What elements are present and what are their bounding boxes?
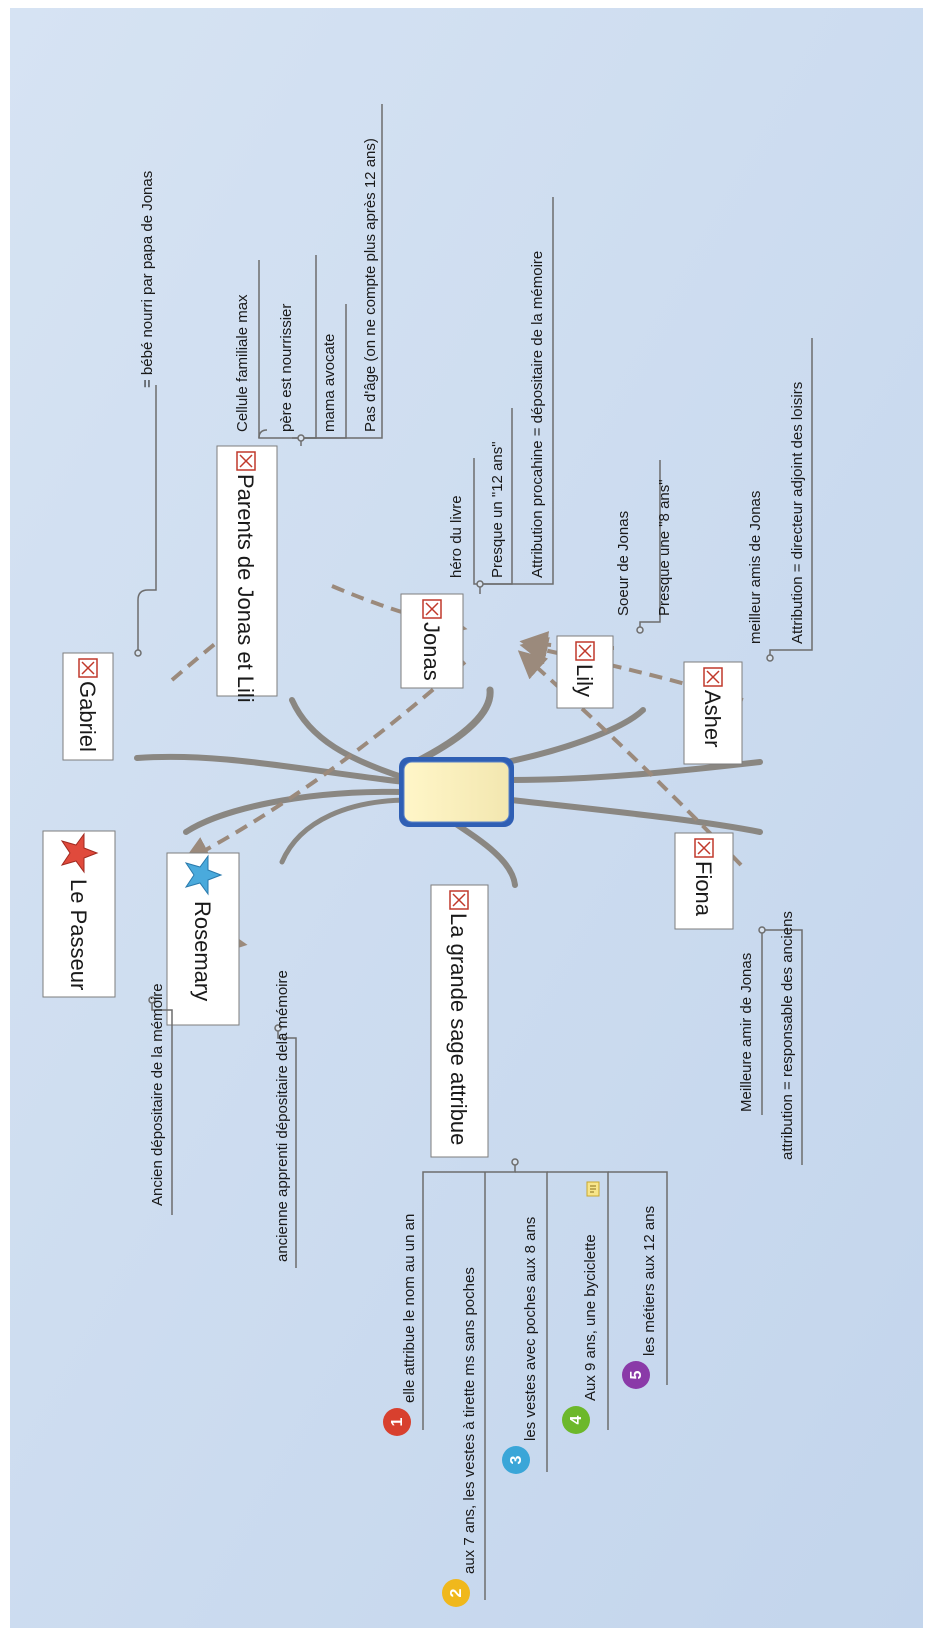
branch-lily bbox=[489, 707, 646, 768]
topic-label: Asher bbox=[700, 690, 725, 747]
topic-label: Fiona bbox=[691, 861, 716, 917]
central-topic[interactable] bbox=[399, 757, 514, 827]
topic-label: Gabriel bbox=[75, 681, 100, 752]
topic-fiona[interactable]: Fiona bbox=[674, 832, 734, 930]
arrow-fiona-jonas bbox=[517, 650, 743, 867]
note-text: père est nourrissier bbox=[278, 304, 295, 432]
list-text: Aux 9 ans, une byciclette bbox=[582, 1234, 599, 1401]
note-title: Meilleure amir de Jonas bbox=[738, 953, 755, 1112]
broken-image-icon bbox=[236, 451, 256, 471]
note-text: Attribution = directeur adjoint des lois… bbox=[789, 382, 806, 644]
note-text: Ancien dépositaire de la mémoire bbox=[149, 983, 166, 1206]
topic-parents[interactable]: Parents de Jonas et Lili bbox=[216, 445, 278, 703]
note-rosemary: ancienne apprenti dépositaire dela mémoi… bbox=[274, 970, 291, 1262]
broken-image-icon bbox=[694, 838, 714, 858]
note-title: Soeur de Jonas bbox=[615, 511, 632, 616]
number-badge-3 bbox=[502, 1446, 530, 1474]
topic-label: Le Passeur bbox=[66, 879, 91, 990]
blue-star-icon bbox=[184, 854, 223, 896]
note-text: Presque une "8 ans" bbox=[656, 479, 673, 616]
topic-lily[interactable]: Lily bbox=[556, 635, 614, 709]
topic-label: Parents de Jonas et Lili bbox=[233, 474, 258, 703]
arrow-jonas-passeur bbox=[182, 660, 467, 863]
note-text: attribution = responsable des anciens bbox=[779, 911, 796, 1160]
broken-image-icon bbox=[449, 890, 469, 910]
note-title: meilleur amis de Jonas bbox=[747, 491, 764, 644]
list-item: 4 Aux 9 ans, une byciclette bbox=[562, 1181, 600, 1434]
branch-jonas bbox=[408, 686, 494, 768]
note-text: ancienne apprenti dépositaire dela mémoi… bbox=[274, 970, 291, 1262]
list-text: les métiers aux 12 ans bbox=[641, 1206, 658, 1356]
subtopic-connectors bbox=[134, 104, 813, 1600]
note-text: Presque un "12 ans" bbox=[489, 441, 506, 578]
list-item: 3 les vestes avec poches aux 8 ans bbox=[502, 1217, 539, 1474]
note-title: Cellule familiale max bbox=[234, 294, 251, 432]
topic-label: La grande sage attribue bbox=[446, 913, 471, 1145]
svg-text:1: 1 bbox=[389, 1417, 406, 1426]
branch-passeur bbox=[183, 788, 408, 835]
note-text: = bébé nourri par papa de Jonas bbox=[139, 171, 156, 388]
note-text: Pas d'âge (on ne compte plus après 12 an… bbox=[362, 138, 379, 432]
broken-image-icon bbox=[575, 641, 595, 661]
branch-parents bbox=[289, 697, 408, 781]
list-item: 2 aux 7 ans, les vestes à tirette ms san… bbox=[442, 1267, 478, 1607]
branch-asher bbox=[508, 759, 763, 783]
topic-jonas[interactable]: Jonas bbox=[400, 593, 464, 689]
note-parents: Cellule familiale max père est nourrissi… bbox=[234, 138, 379, 432]
note-gabriel: = bébé nourri par papa de Jonas bbox=[139, 171, 156, 388]
branch-rosemary bbox=[279, 797, 413, 865]
note-jonas: héro du livre Presque un "12 ans" Attrib… bbox=[448, 251, 546, 578]
arrow-parents-jonas bbox=[331, 584, 468, 638]
topic-label: Rosemary bbox=[190, 901, 215, 1001]
red-star-icon bbox=[60, 832, 99, 874]
topic-passeur[interactable]: Le Passeur bbox=[42, 830, 116, 998]
note-asher: meilleur amis de Jonas Attribution = dir… bbox=[747, 382, 806, 644]
note-fiona: Meilleure amir de Jonas attribution = re… bbox=[738, 911, 796, 1160]
broken-image-icon bbox=[78, 658, 98, 678]
topic-asher[interactable]: Asher bbox=[683, 661, 743, 765]
note-sage: 1 elle attribue le nom au un an 2 aux 7 … bbox=[383, 1181, 658, 1607]
svg-text:5: 5 bbox=[628, 1370, 645, 1379]
list-text: les vestes avec poches aux 8 ans bbox=[522, 1217, 539, 1441]
branch-fiona bbox=[508, 797, 763, 835]
branch-lines bbox=[134, 686, 763, 888]
broken-image-icon bbox=[422, 599, 442, 619]
list-item: 5 les métiers aux 12 ans bbox=[622, 1206, 658, 1389]
note-passeur: Ancien dépositaire de la mémoire bbox=[149, 983, 166, 1206]
topic-rosemary[interactable]: Rosemary bbox=[166, 852, 240, 1026]
topic-sage[interactable]: La grande sage attribue bbox=[430, 884, 489, 1158]
svg-text:2: 2 bbox=[448, 1588, 465, 1597]
list-text: elle attribue le nom au un an bbox=[401, 1214, 418, 1403]
note-lily: Soeur de Jonas Presque une "8 ans" bbox=[615, 479, 673, 616]
note-icon bbox=[586, 1181, 600, 1197]
number-badge-2 bbox=[442, 1579, 470, 1607]
list-item: 1 elle attribue le nom au un an bbox=[383, 1214, 418, 1436]
svg-text:3: 3 bbox=[508, 1455, 525, 1464]
note-title: héro du livre bbox=[448, 495, 465, 578]
list-text: aux 7 ans, les vestes à tirette ms sans … bbox=[461, 1267, 478, 1574]
number-badge-4 bbox=[562, 1406, 590, 1434]
broken-image-icon bbox=[703, 667, 723, 687]
topic-label: Jonas bbox=[419, 622, 444, 681]
topic-gabriel[interactable]: Gabriel bbox=[62, 652, 114, 761]
branch-gabriel bbox=[134, 753, 408, 785]
note-text: Attribution procahine = dépositaire de l… bbox=[529, 251, 546, 578]
number-badge-5 bbox=[622, 1361, 650, 1389]
number-badge-1 bbox=[383, 1408, 411, 1436]
note-text: mama avocate bbox=[321, 334, 338, 432]
svg-text:4: 4 bbox=[568, 1415, 585, 1424]
topic-label: Lily bbox=[572, 664, 597, 697]
